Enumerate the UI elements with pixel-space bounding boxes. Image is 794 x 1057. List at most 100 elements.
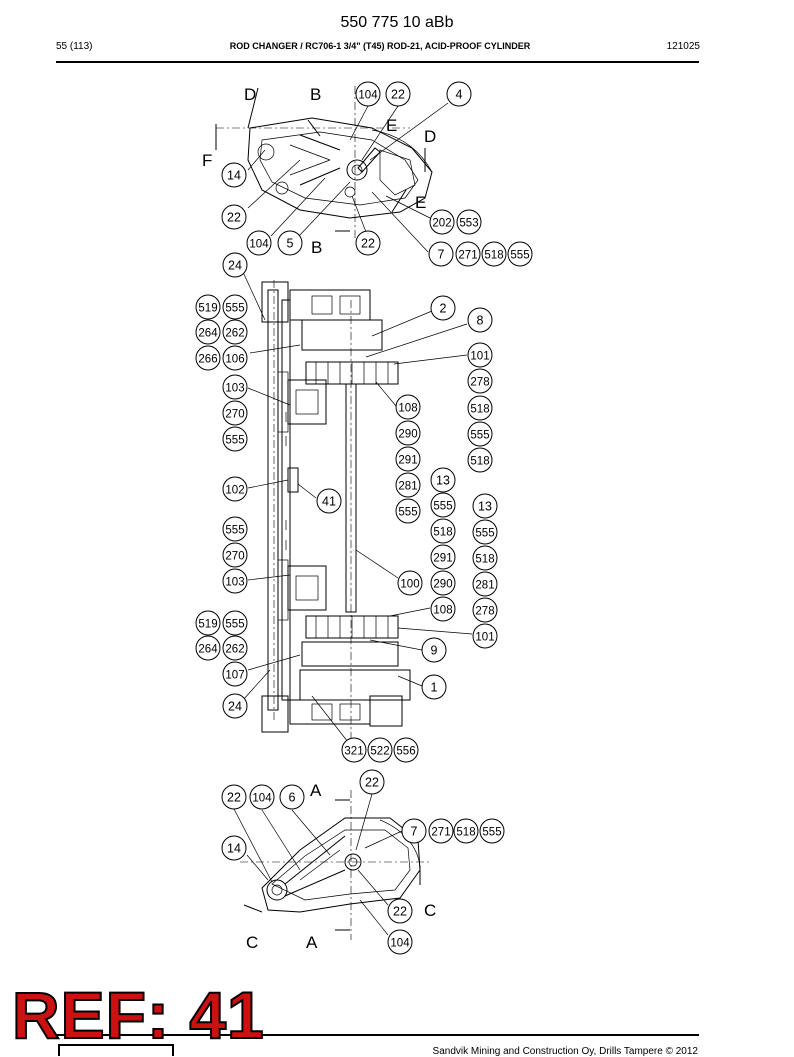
balloon-circle [387,929,413,955]
balloon-circle [355,230,381,256]
part-balloon-104: 104 [246,230,272,256]
part-balloon-264: 264 [195,635,221,661]
part-balloon-7: 7 [401,818,427,844]
part-balloon-24: 24 [222,693,248,719]
balloon-circle [395,472,421,498]
part-balloon-518: 518 [481,241,507,267]
part-balloon-271: 271 [455,241,481,267]
balloon-label: 290 [433,579,452,591]
balloon-label: 290 [398,429,417,441]
balloon-label: 103 [225,383,244,395]
balloon-label: 107 [225,670,244,682]
balloon-label: 101 [475,632,494,644]
balloon-circle [222,542,248,568]
part-balloon-262: 262 [222,319,248,345]
balloon-label: 264 [198,644,218,656]
part-balloon-202: 202 [429,209,455,235]
part-balloon-102: 102 [222,476,248,502]
balloon-label: 103 [225,577,244,589]
part-balloon-101: 101 [472,623,498,649]
balloon-circle [429,209,455,235]
part-balloon-518: 518 [430,518,456,544]
part-balloon-555: 555 [467,421,493,447]
part-balloon-519: 519 [195,294,221,320]
balloon-circle [507,241,533,267]
part-balloon-22: 22 [385,81,411,107]
part-balloon-108: 108 [430,596,456,622]
balloon-label: 519 [198,303,217,315]
balloon-circle [221,204,247,230]
balloon-label: 14 [227,169,241,183]
part-balloon-4: 4 [446,81,472,107]
balloon-circle [479,818,505,844]
section-label: D [424,127,436,146]
balloon-label: 1 [431,681,438,695]
top-view-section-letters: D B E D F E B [202,85,436,257]
balloon-label: 555 [470,430,489,442]
part-balloon-518: 518 [467,447,493,473]
balloon-label: 6 [289,791,296,805]
balloon-circle [430,518,456,544]
balloon-label: 278 [475,606,494,618]
balloon-label: 4 [456,88,463,102]
balloon-label: 22 [365,776,379,790]
part-balloon-9: 9 [421,637,447,663]
document-title: ROD CHANGER / RC706-1 3/4" (T45) ROD-21,… [229,41,531,51]
balloon-label: 556 [396,746,415,758]
balloon-label: 7 [438,248,445,262]
part-balloon-22: 22 [221,204,247,230]
section-label: B [311,238,322,257]
part-balloon-518: 518 [453,818,479,844]
balloon-circle [355,81,381,107]
balloon-circle [279,784,305,810]
balloon-label: 555 [510,250,529,262]
balloon-circle [430,544,456,570]
part-balloon-555: 555 [472,519,498,545]
balloon-label: 321 [344,746,363,758]
section-label: C [424,901,436,920]
balloon-circle [385,81,411,107]
section-label: B [310,85,321,104]
balloon-circle [249,784,275,810]
page-number: 55 (113) [56,41,93,52]
balloon-circle [421,637,447,663]
balloon-circle [467,421,493,447]
header-divider [56,61,699,63]
part-balloon-22: 22 [221,784,247,810]
part-balloon-555: 555 [479,818,505,844]
part-balloon-104: 104 [249,784,275,810]
section-label: A [310,781,322,800]
balloon-circle [453,818,479,844]
balloon-circle [221,835,247,861]
balloon-label: 555 [225,435,244,447]
part-balloon-103: 103 [222,374,248,400]
bottom-view-section-letters: A C C A [246,781,436,952]
balloon-circle [246,230,272,256]
balloon-label: 270 [225,409,244,421]
part-balloon-8: 8 [467,307,493,333]
balloon-circle [472,623,498,649]
balloon-circle [222,319,248,345]
part-balloon-6: 6 [279,784,305,810]
balloon-label: 22 [361,237,375,251]
balloon-circle [421,674,447,700]
balloon-label: 518 [433,527,452,539]
balloon-label: 270 [225,551,244,563]
balloon-label: 24 [228,700,242,714]
balloon-label: 22 [227,211,241,225]
part-balloon-270: 270 [222,542,248,568]
balloon-circle [430,492,456,518]
balloon-circle [222,400,248,426]
part-balloon-555: 555 [430,492,456,518]
part-balloon-290: 290 [430,570,456,596]
part-balloon-555: 555 [222,294,248,320]
section-label: E [386,116,397,135]
balloon-label: 104 [390,938,410,950]
part-balloon-100: 100 [397,570,423,596]
balloon-circle [467,447,493,473]
balloon-circle [221,784,247,810]
balloon-label: 262 [225,644,244,656]
footer-divider [56,1034,699,1036]
balloon-circle [222,516,248,542]
